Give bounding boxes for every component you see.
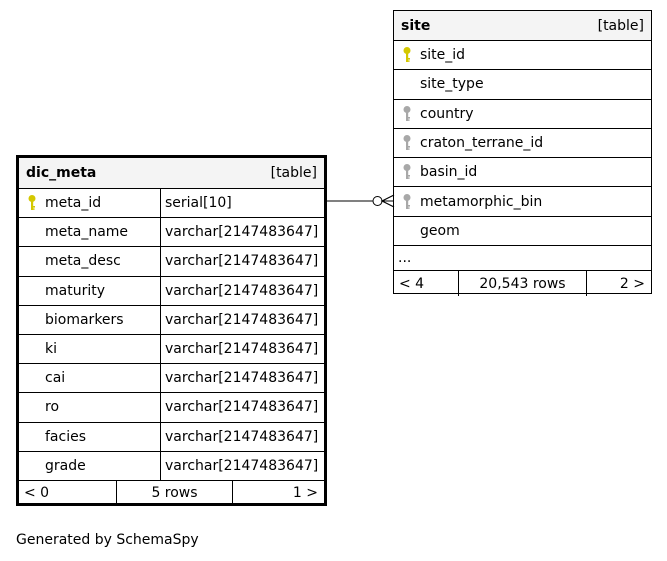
column-name: meta_name — [45, 224, 129, 241]
generated-by-text: Generated by SchemaSpy — [16, 532, 199, 548]
column-type: varchar[2147483647] — [160, 451, 318, 480]
column-name: meta_id — [45, 195, 102, 212]
table-kind: [table] — [270, 165, 317, 181]
table-header: site [table] — [394, 11, 651, 41]
column-row-craton-terrane-id[interactable]: craton_terrane_id — [394, 129, 651, 159]
column-name: maturity — [45, 282, 105, 299]
column-type: varchar[2147483647] — [160, 305, 318, 334]
table-name: dic_meta — [26, 165, 97, 181]
column-name: craton_terrane_id — [420, 135, 544, 152]
column-type: varchar[2147483647] — [160, 276, 318, 305]
column-row-maturity[interactable]: maturity varchar[2147483647] — [19, 276, 324, 306]
column-name: facies — [45, 428, 87, 445]
column-type: varchar[2147483647] — [160, 364, 318, 393]
primary-key-icon — [394, 46, 420, 64]
column-name: biomarkers — [45, 311, 124, 328]
column-type: varchar[2147483647] — [160, 334, 318, 364]
column-row-meta-id[interactable]: meta_id serial[10] — [19, 189, 324, 219]
foreign-key-icon — [394, 134, 420, 152]
parents-count[interactable]: < 0 — [19, 480, 117, 506]
column-row-basin-id[interactable]: basin_id — [394, 158, 651, 188]
column-type: varchar[2147483647] — [160, 422, 318, 451]
crows-foot-marker — [380, 194, 395, 208]
parents-count[interactable]: < 4 — [394, 271, 459, 297]
foreign-key-icon — [394, 193, 420, 211]
foreign-key-icon — [394, 105, 420, 123]
children-count[interactable]: 1 > — [292, 485, 318, 502]
column-row-site-type[interactable]: site_type — [394, 70, 651, 100]
column-row-meta-name[interactable]: meta_name varchar[2147483647] — [19, 218, 324, 248]
column-name: grade — [45, 457, 86, 474]
column-name: ki — [45, 341, 57, 358]
column-type: varchar[2147483647] — [160, 393, 318, 422]
column-type: varchar[2147483647] — [160, 218, 318, 247]
table-footer: < 0 5 rows 1 > — [19, 480, 324, 506]
column-row-cai[interactable]: cai varchar[2147483647] — [19, 364, 324, 394]
zero-cardinality-marker — [372, 196, 383, 206]
column-name: geom — [420, 222, 460, 239]
row-count: 5 rows — [117, 480, 233, 506]
column-name: meta_desc — [45, 253, 121, 270]
row-count: 20,543 rows — [459, 271, 587, 297]
children-count[interactable]: 2 > — [619, 275, 645, 292]
table-name: site — [401, 17, 431, 34]
more-columns: ... — [394, 246, 651, 272]
table-kind: [table] — [597, 17, 644, 34]
table-header: dic_meta [table] — [19, 158, 324, 189]
column-name: metamorphic_bin — [420, 193, 543, 210]
column-row-country[interactable]: country — [394, 100, 651, 129]
table-footer: < 4 20,543 rows 2 > — [394, 271, 651, 297]
column-type: serial[10] — [160, 189, 232, 218]
column-name: ro — [45, 399, 60, 416]
column-name: basin_id — [420, 164, 478, 181]
column-row-facies[interactable]: facies varchar[2147483647] — [19, 422, 324, 452]
ellipsis-text: ... — [398, 250, 412, 267]
column-row-metamorphic-bin[interactable]: metamorphic_bin — [394, 187, 651, 217]
column-row-meta-desc[interactable]: meta_desc varchar[2147483647] — [19, 247, 324, 277]
column-row-site-id[interactable]: site_id — [394, 41, 651, 71]
column-name: site_id — [420, 47, 466, 64]
column-name: site_type — [420, 76, 484, 93]
column-row-ro[interactable]: ro varchar[2147483647] — [19, 393, 324, 423]
column-row-ki[interactable]: ki varchar[2147483647] — [19, 334, 324, 365]
foreign-key-icon — [394, 163, 420, 181]
column-row-geom[interactable]: geom — [394, 217, 651, 247]
primary-key-icon — [19, 194, 45, 212]
column-row-grade[interactable]: grade varchar[2147483647] — [19, 451, 324, 481]
column-row-biomarkers[interactable]: biomarkers varchar[2147483647] — [19, 305, 324, 335]
column-name: cai — [45, 370, 66, 387]
column-type: varchar[2147483647] — [160, 247, 318, 276]
column-name: country — [420, 105, 474, 122]
